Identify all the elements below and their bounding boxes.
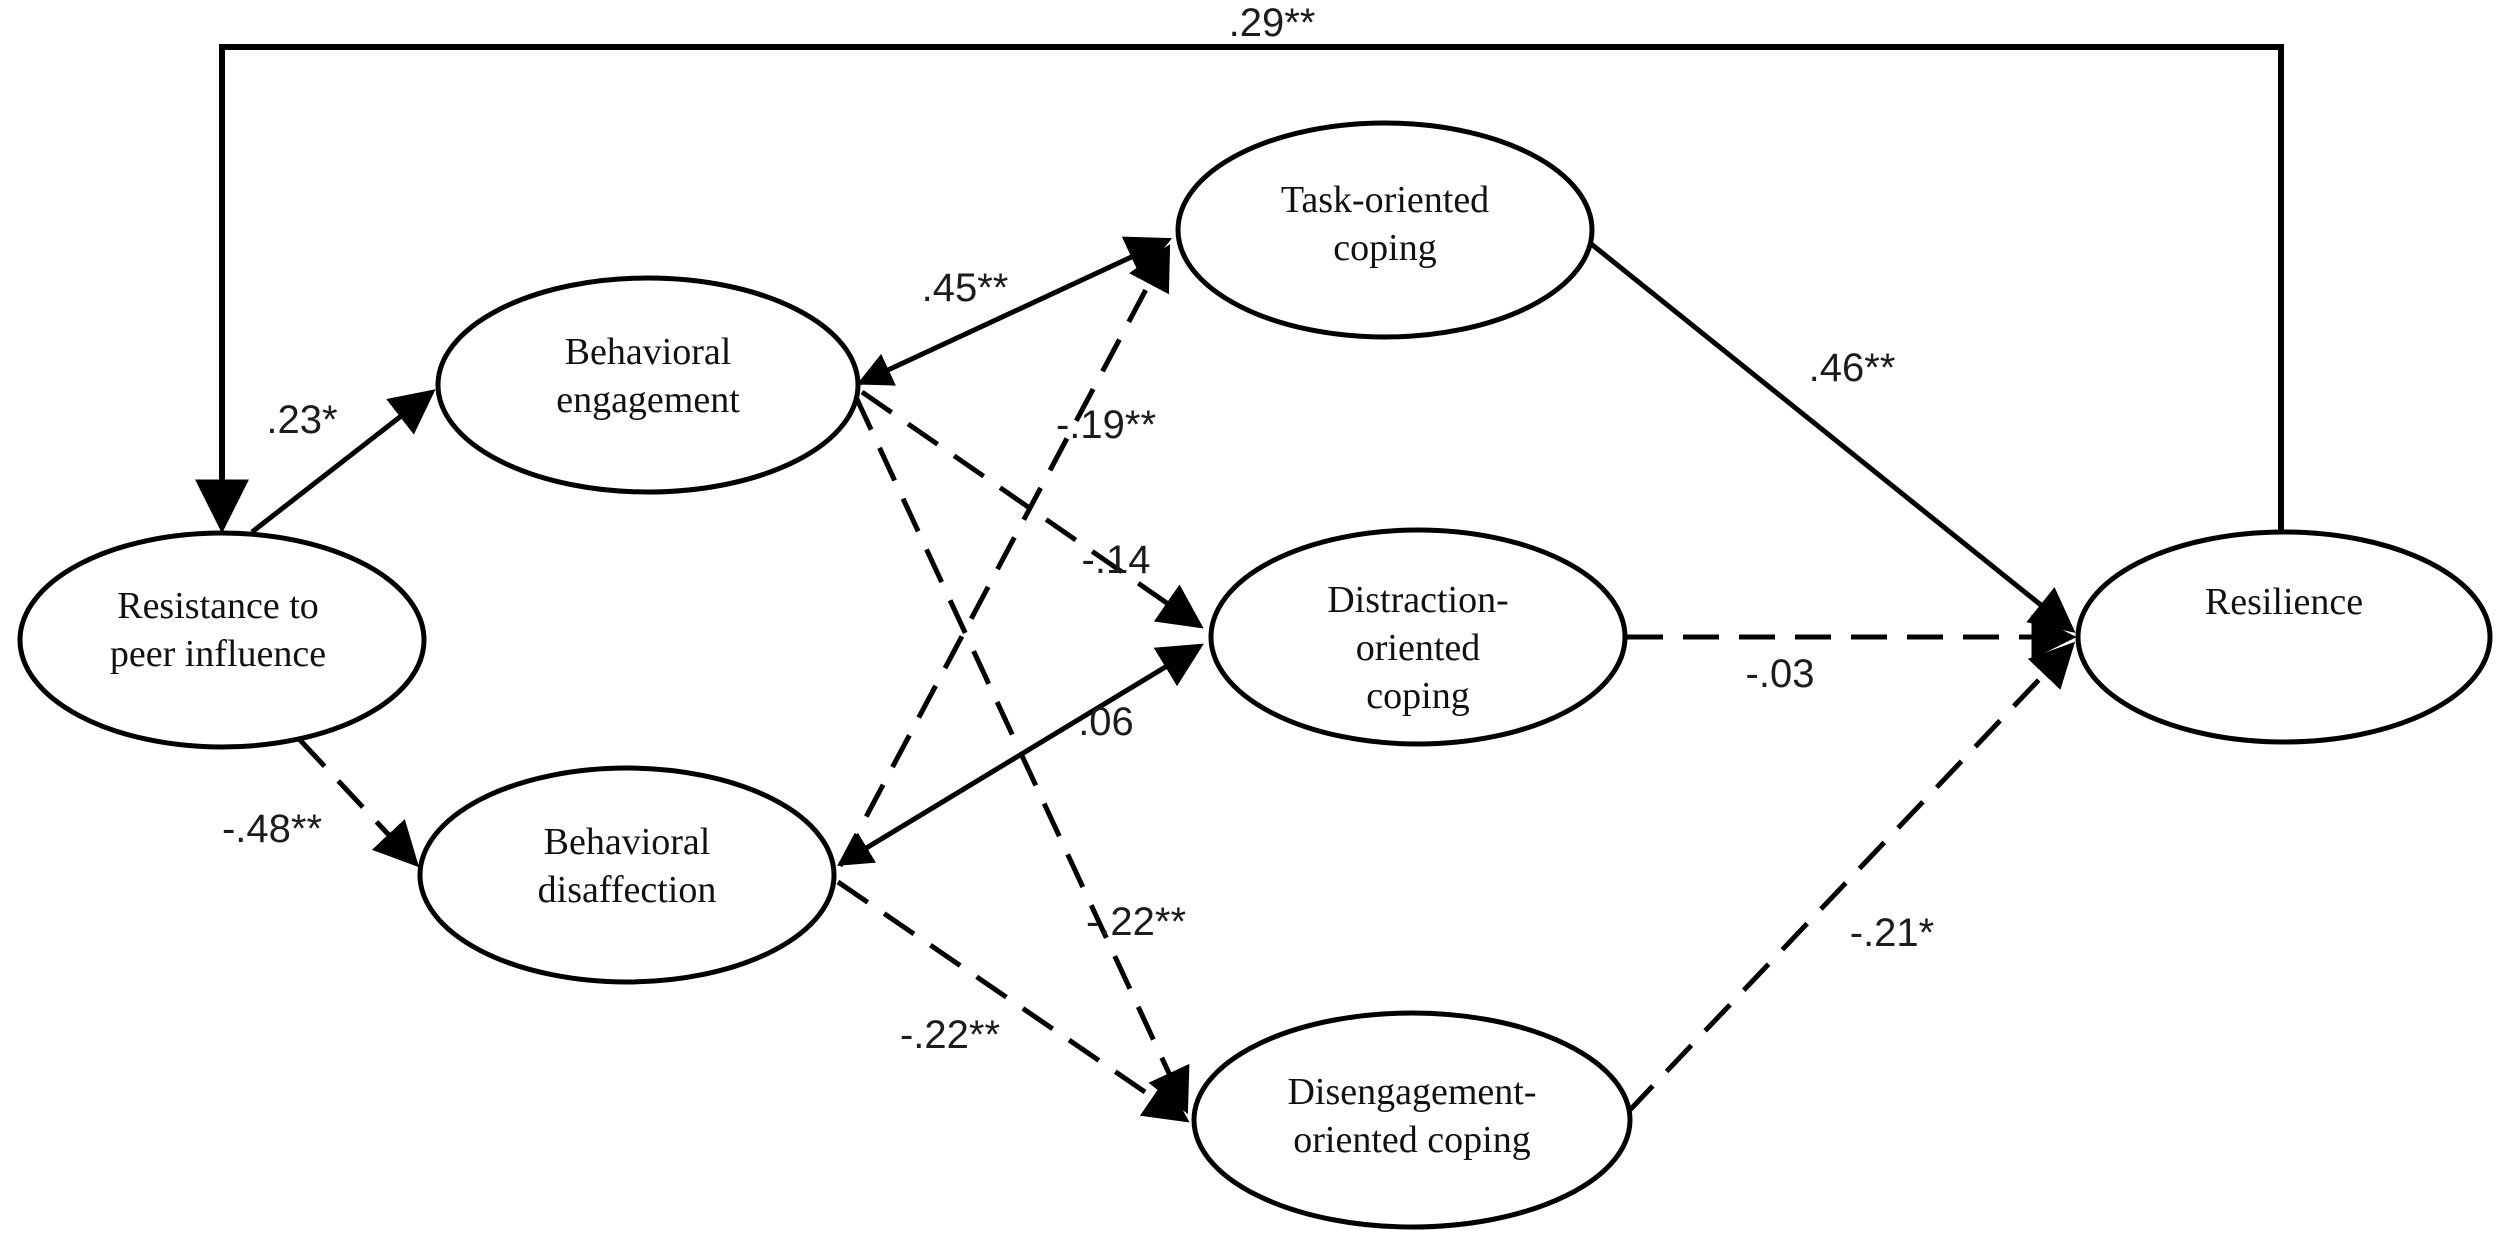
edge-resilience-to-resistance: [195, 44, 2284, 534]
node-resistance-to-peer-influence: Resistance to peer influence: [17, 530, 427, 750]
node-resilience: Resilience: [2075, 529, 2493, 745]
edge-task-to-resilience: [1588, 241, 2076, 633]
edge-label-48: -.48**: [222, 807, 322, 851]
edge-label-22-upper: -.22**: [1086, 900, 1186, 944]
edge-label-21: -.21*: [1850, 911, 1935, 955]
edge-label-45: .45**: [922, 266, 1009, 310]
node-resistance-ellipse: [17, 530, 427, 750]
node-engagement-label-line-2: engagement: [556, 379, 740, 421]
edge-label-23: .23*: [266, 398, 337, 442]
node-distraction-label-line-3: coping: [1366, 675, 1469, 717]
node-resistance-label-line-2: peer influence: [110, 633, 326, 675]
edge-label-22-lower: -.22**: [900, 1013, 1000, 1057]
node-distraction-label-line-1: Distraction-: [1327, 579, 1509, 621]
edge-label-03: -.03: [1746, 652, 1815, 696]
node-disengagement-ellipse: [1191, 1010, 1633, 1230]
edge-engagement-to-disengagement: [853, 395, 1190, 1115]
edge-label-19: -.19**: [1056, 403, 1156, 447]
edge-disengagement-to-resilience: [1626, 641, 2076, 1114]
node-task-label-line-2: coping: [1333, 227, 1436, 269]
edge-disaffection-to-disengagement: [836, 879, 1190, 1123]
node-task-oriented-coping: Task-oriented coping: [1175, 120, 1595, 340]
node-task-label-line-1: Task-oriented: [1281, 179, 1489, 221]
node-distraction-label-line-2: oriented: [1356, 627, 1481, 669]
edge-resistance-to-disaffection: [298, 738, 420, 868]
node-disaffection-ellipse: [417, 765, 837, 985]
node-disengagement-oriented-coping: Disengagement- oriented coping: [1191, 1010, 1633, 1230]
edge-engagement-to-distraction: [860, 389, 1204, 629]
node-resilience-ellipse: [2075, 529, 2493, 745]
node-behavioral-engagement: Behavioral engagement: [435, 275, 861, 495]
edge-labels: .29** .23* -.48** .45** -.19** -.14 .06 …: [222, 1, 1934, 1057]
edge-label-14: -.14: [1082, 538, 1151, 582]
edge-label-06: .06: [1078, 700, 1134, 744]
edges: [195, 44, 2284, 1123]
node-resilience-label-line-1: Resilience: [2205, 581, 2363, 623]
node-engagement-ellipse: [435, 275, 861, 495]
node-resistance-label-line-1: Resistance to: [117, 585, 319, 627]
nodes: Resistance to peer influence Behavioral …: [17, 120, 2493, 1230]
node-disengagement-label-line-1: Disengagement-: [1287, 1071, 1536, 1113]
node-behavioral-disaffection: Behavioral disaffection: [417, 765, 837, 985]
node-disaffection-label-line-1: Behavioral: [544, 821, 711, 863]
node-disaffection-label-line-2: disaffection: [538, 869, 717, 911]
edge-label-29: .29**: [1229, 1, 1316, 45]
edge-resistance-to-engagement: [250, 389, 436, 534]
edge-label-46: .46**: [1809, 346, 1896, 390]
node-task-ellipse: [1175, 120, 1595, 340]
node-distraction-ellipse: [1208, 527, 1628, 747]
node-distraction-oriented-coping: Distraction- oriented coping: [1208, 527, 1628, 747]
node-disengagement-label-line-2: oriented coping: [1293, 1119, 1530, 1161]
node-engagement-label-line-1: Behavioral: [565, 331, 732, 373]
edge-engagement-to-task: [856, 236, 1173, 386]
